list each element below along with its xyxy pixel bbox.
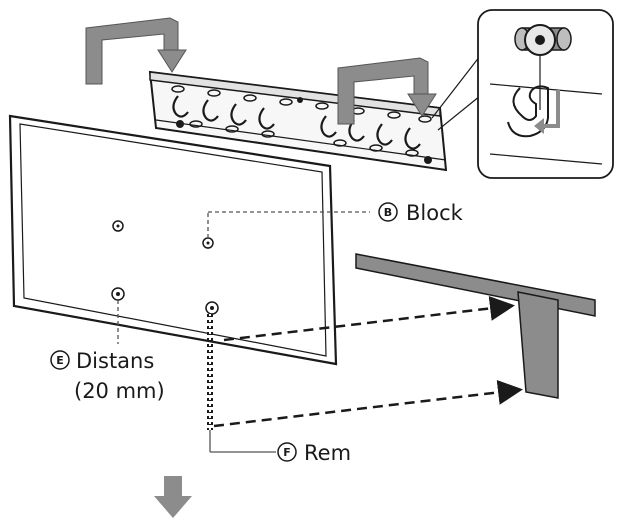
circled-letter-f-icon bbox=[277, 442, 297, 462]
dashed-arrow-lower bbox=[213, 379, 523, 428]
hang-arrow-right bbox=[337, 57, 437, 125]
spacer-letter: E bbox=[56, 354, 64, 367]
screw-head-icon bbox=[514, 24, 572, 56]
wall-t-block bbox=[355, 253, 596, 399]
leader-block bbox=[207, 211, 370, 238]
leader-strap bbox=[209, 430, 276, 453]
label-block: B Block bbox=[378, 201, 464, 225]
zoom-inset bbox=[477, 9, 614, 179]
block-label: Block bbox=[406, 201, 464, 225]
spacer-size: (20 mm) bbox=[74, 379, 165, 403]
hang-arrow-left bbox=[85, 17, 187, 85]
circled-letter-b-icon bbox=[378, 202, 398, 222]
tv-panel bbox=[8, 114, 338, 366]
dashed-arrow-upper bbox=[223, 295, 515, 342]
down-arrow-icon bbox=[154, 476, 192, 518]
label-strap: F Rem bbox=[277, 441, 351, 465]
label-spacer: E Distans (20 mm) bbox=[50, 349, 165, 403]
spacer-label: Distans bbox=[76, 349, 154, 373]
block-letter: B bbox=[384, 206, 392, 219]
circled-letter-e-icon bbox=[50, 350, 70, 370]
tv-mount-hole bbox=[112, 220, 124, 232]
strap-letter: F bbox=[283, 446, 291, 459]
strap-label: Rem bbox=[304, 441, 351, 465]
zoom-callout-lines bbox=[431, 55, 481, 131]
